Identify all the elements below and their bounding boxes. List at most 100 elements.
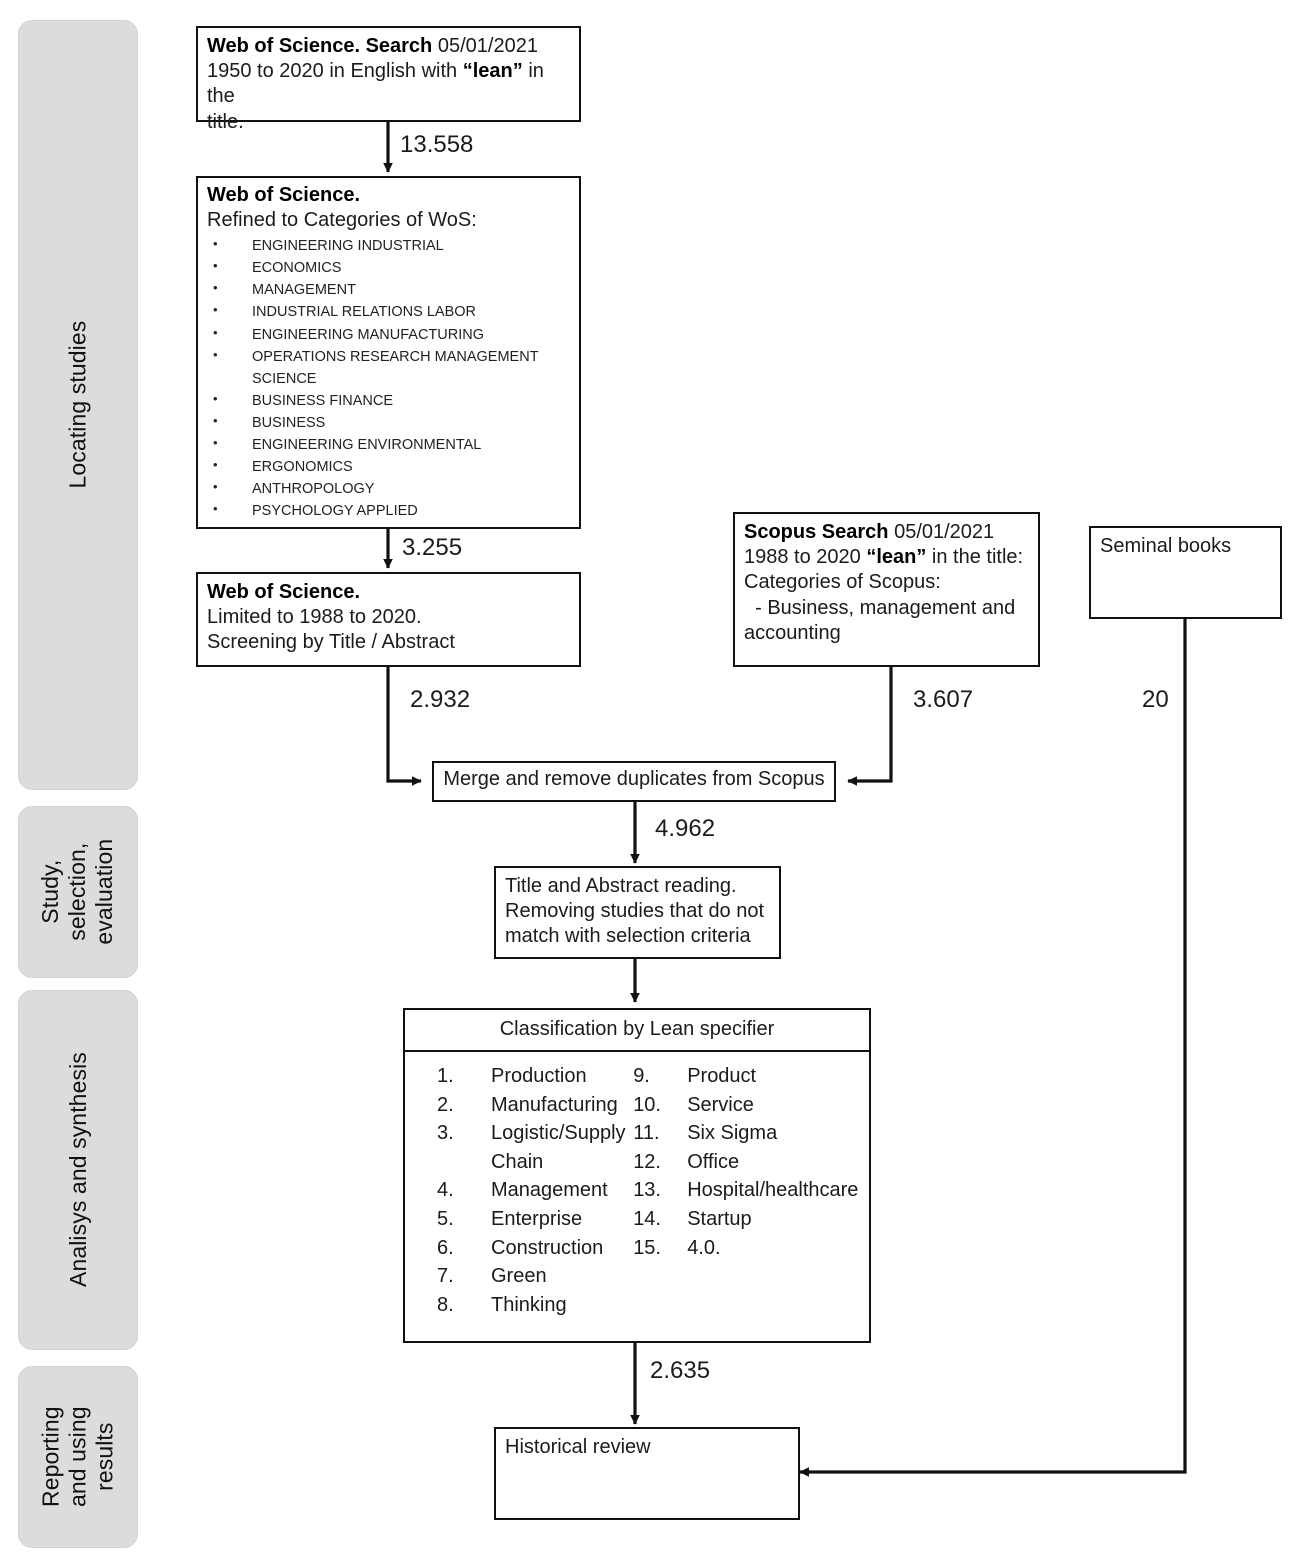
box-historical-review: Historical review [494, 1427, 800, 1520]
classification-item-label: Chain [491, 1150, 544, 1173]
wos-category-item: PSYCHOLOGY APPLIED [207, 499, 570, 522]
classification-item-number: 4. [437, 1179, 454, 1202]
classification-item: 9.Product [633, 1062, 869, 1091]
classification-item: Chain [437, 1148, 633, 1177]
phase-label-study-selection-evaluation: Study,selection,evaluation [37, 839, 118, 945]
wos-category-item: ENGINEERING MANUFACTURING [207, 322, 570, 346]
classification-item-number: 10. [633, 1093, 661, 1116]
classification-item: 12. Office [633, 1148, 869, 1177]
classification-item-number: 11. [633, 1122, 660, 1145]
phase-label-analisys-and-synthesis: Analisys and synthesis [64, 1052, 91, 1288]
wos-search-line2a: 1950 to 2020 in English with [207, 60, 463, 83]
wos-search-line2: 1950 to 2020 in English with “lean” in t… [207, 59, 570, 109]
classification-item-number: 3. [437, 1122, 454, 1145]
classification-item-label: Manufacturing [491, 1093, 618, 1116]
box-title-abstract-screening: Title and Abstract reading. Removing stu… [494, 866, 781, 959]
edge-label-13558: 13.558 [400, 131, 474, 158]
wos-category-item: ANTHROPOLOGY [207, 477, 570, 500]
phase-analisys-and-synthesis: Analisys and synthesis [18, 990, 138, 1350]
classification-item-number: 5. [437, 1207, 454, 1230]
wos-category-list: ENGINEERING INDUSTRIALECONOMICSMANAGEMEN… [207, 234, 570, 522]
classification-item-label: Service [687, 1093, 754, 1116]
classification-item-label: Construction [491, 1236, 604, 1259]
classification-item: 7.Green [437, 1262, 633, 1291]
screening-line2: Removing studies that do not [505, 900, 765, 923]
classification-item-label: Management [491, 1179, 608, 1202]
classification-item: 5. Enterprise [437, 1205, 633, 1234]
classification-item-number: 12. [633, 1150, 661, 1173]
edge-label-4962: 4.962 [655, 815, 716, 842]
phase-study-selection-evaluation: Study,selection,evaluation [18, 806, 138, 978]
wos-category-item: BUSINESS [207, 411, 570, 434]
classification-item-label: Enterprise [491, 1207, 583, 1230]
wos-category-item: ECONOMICS [207, 256, 570, 279]
phase-locating-studies: Locating studies [18, 20, 138, 790]
classification-item: 6. Construction [437, 1234, 633, 1263]
wos-limited-line2: Limited to 1988 to 2020. [207, 606, 422, 629]
classification-item: 13. Hospital/healthcare [633, 1176, 869, 1205]
edge-label-3255: 3.255 [402, 534, 463, 561]
wos-search-date: 05/01/2021 [437, 35, 538, 57]
wos-category-item: INDUSTRIAL RELATIONS LABOR [207, 300, 570, 323]
classification-item-label: Six Sigma [687, 1122, 778, 1145]
classification-item-number: 14. [633, 1207, 661, 1230]
wos-category-item: ENGINEERING ENVIRONMENTAL [207, 433, 570, 456]
classification-item-label: Green [491, 1265, 547, 1288]
scopus-line4: - Business, management and [744, 596, 1016, 619]
phase-label-locating-studies: Locating studies [64, 321, 91, 489]
classification-item-number: 13. [633, 1179, 661, 1202]
box-merge-duplicates: Merge and remove duplicates from Scopus [432, 761, 836, 802]
scopus-line2a: 1988 to 2020 [744, 546, 867, 569]
classification-item: 14. Startup [633, 1205, 869, 1234]
classification-item: 11. Six Sigma [633, 1119, 869, 1148]
classification-item: 1. Production [437, 1062, 633, 1091]
classification-item-label: Startup [687, 1207, 752, 1230]
wos-category-item: ENGINEERING INDUSTRIAL [207, 234, 570, 257]
classification-item-number: 15. [633, 1236, 661, 1259]
scopus-line2: 1988 to 2020 “lean” in the title: [744, 545, 1029, 570]
classification-item-label: Hospital/healthcare [687, 1179, 859, 1202]
box-scopus-search: Scopus Search 05/01/2021 1988 to 2020 “l… [733, 512, 1040, 667]
scopus-line3: Categories of Scopus: [744, 571, 941, 594]
classification-header-row: Classification by Lean specifier [405, 1010, 869, 1052]
seminal-books-title: Seminal books [1100, 535, 1232, 557]
box-web-of-science-limited: Web of Science. Limited to 1988 to 2020.… [196, 572, 581, 667]
classification-item-number: 6. [437, 1236, 454, 1259]
edge-label-20: 20 [1142, 686, 1169, 713]
edge-label-2635: 2.635 [650, 1357, 711, 1384]
wos-search-line3: title. [207, 110, 244, 133]
wos-limited-title: Web of Science. [207, 581, 361, 603]
wos-category-item: OPERATIONS RESEARCH MANAGEMENT [207, 345, 570, 368]
wos-refined-title: Web of Science. [207, 184, 361, 206]
classification-item-label: Production [491, 1065, 587, 1087]
edge-label-3607: 3.607 [913, 686, 974, 713]
classification-item-number: 2. [437, 1093, 454, 1116]
scopus-title: Scopus Search [744, 521, 889, 543]
classification-item: 4. Management [437, 1176, 633, 1205]
wos-search-line2c: in the [207, 60, 544, 108]
wos-category-item: MANAGEMENT [207, 278, 570, 301]
scopus-line5: accounting [744, 621, 841, 644]
classification-item-number: 1. [437, 1065, 454, 1087]
box-web-of-science-refined: Web of Science. Refined to Categories of… [196, 176, 581, 529]
wos-search-title: Web of Science. Search [207, 35, 433, 57]
screening-line3: match with selection criteria [505, 925, 751, 948]
classification-item-label: Thinking [491, 1293, 567, 1316]
classification-item: 8. Thinking [437, 1291, 633, 1320]
classification-item: 3. Logistic/Supply [437, 1119, 633, 1148]
classification-header-label: Classification by Lean specifier [499, 1018, 775, 1041]
classification-item-number: 8. [437, 1293, 454, 1316]
box-seminal-books: Seminal books [1089, 526, 1282, 619]
box-classification: Classification by Lean specifier 1. Produ… [403, 1008, 871, 1343]
scopus-line2c: in the title: [926, 546, 1024, 569]
historical-review-title: Historical review [505, 1436, 651, 1458]
wos-search-keyword: “lean” [462, 60, 523, 83]
box-web-of-science-search: Web of Science. Search 05/01/2021 1950 t… [196, 26, 581, 133]
classification-item-label: Logistic/Supply [491, 1122, 626, 1145]
classification-item-label: Office [687, 1150, 740, 1173]
wos-category-item: ERGONOMICS [207, 455, 570, 478]
wos-limited-line3: Screening by Title / Abstract [207, 631, 455, 654]
